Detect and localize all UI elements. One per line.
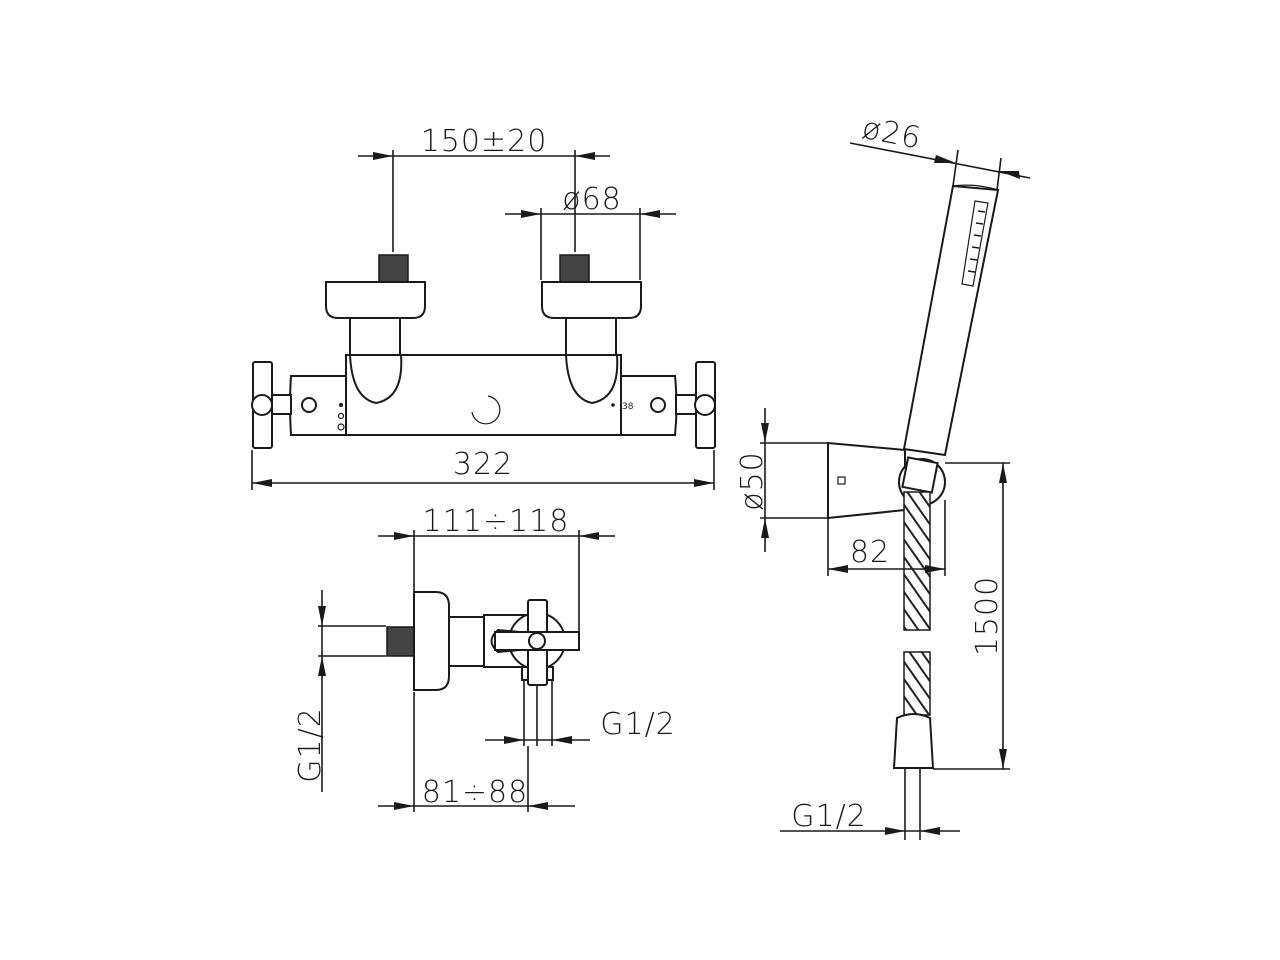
dim-label-center-distance: 150±20 <box>421 124 548 159</box>
dimension-cap-diameter: ø68 <box>505 182 676 280</box>
hand-shower-view: ø26 ø50 <box>735 111 1031 840</box>
dimension-total-width: 322 <box>251 447 715 490</box>
wall-cap <box>413 591 450 691</box>
screw-icon <box>650 397 666 413</box>
dim-label-outlet-thread: G1/2 <box>600 707 676 742</box>
right-inlet <box>541 254 642 356</box>
screw-icon <box>301 397 317 413</box>
temperature-mark-38: 38 <box>622 402 634 412</box>
hose-lower <box>903 651 931 716</box>
dimension-outlet-thread: G1/2 <box>485 707 676 744</box>
dim-label-outlet-offset: 81÷88 <box>422 775 528 810</box>
left-handle <box>251 361 292 449</box>
dimension-depth: 111÷118 <box>378 504 615 812</box>
dim-label-holder-diameter: ø50 <box>735 451 770 511</box>
dim-label-holder-depth: 82 <box>850 535 890 570</box>
dim-label-depth: 111÷118 <box>423 504 570 539</box>
dimension-holder-depth: 82 <box>827 500 946 576</box>
side-view: 111÷118 G1/2 G1/2 <box>293 504 676 812</box>
hose-connector <box>892 713 935 769</box>
logo-mark-icon <box>471 395 501 425</box>
dim-label-hose-length: 1500 <box>970 576 1005 656</box>
left-inlet <box>325 254 426 356</box>
shower-handle <box>902 184 1000 457</box>
right-handle <box>675 361 716 449</box>
front-view: 150±20 ø68 <box>251 124 716 490</box>
dimension-center-distance: 150±20 <box>358 124 610 252</box>
dimension-outlet-offset: 81÷88 <box>378 746 575 812</box>
wall-holder <box>827 441 906 520</box>
dim-label-total-width: 322 <box>453 447 513 482</box>
dimension-inlet-thread: G1/2 <box>293 590 328 792</box>
spray-nozzles <box>961 200 989 287</box>
dimension-hose-length: 1500 <box>933 462 1010 770</box>
dim-label-inlet-thread: G1/2 <box>293 707 328 783</box>
mixer-body: 38 <box>289 354 678 436</box>
hot-indicator-dot <box>339 403 343 407</box>
inlet-thread <box>386 626 415 657</box>
dim-label-cap-diameter: ø68 <box>562 182 622 217</box>
dim-label-handle-diameter: ø26 <box>859 111 924 157</box>
hose-upper <box>903 491 931 631</box>
dimension-hose-thread: G1/2 <box>780 799 960 835</box>
dim-label-hose-thread: G1/2 <box>791 799 867 834</box>
dimension-handle-diameter: ø26 <box>849 111 1031 191</box>
dimension-holder-diameter: ø50 <box>735 408 828 552</box>
